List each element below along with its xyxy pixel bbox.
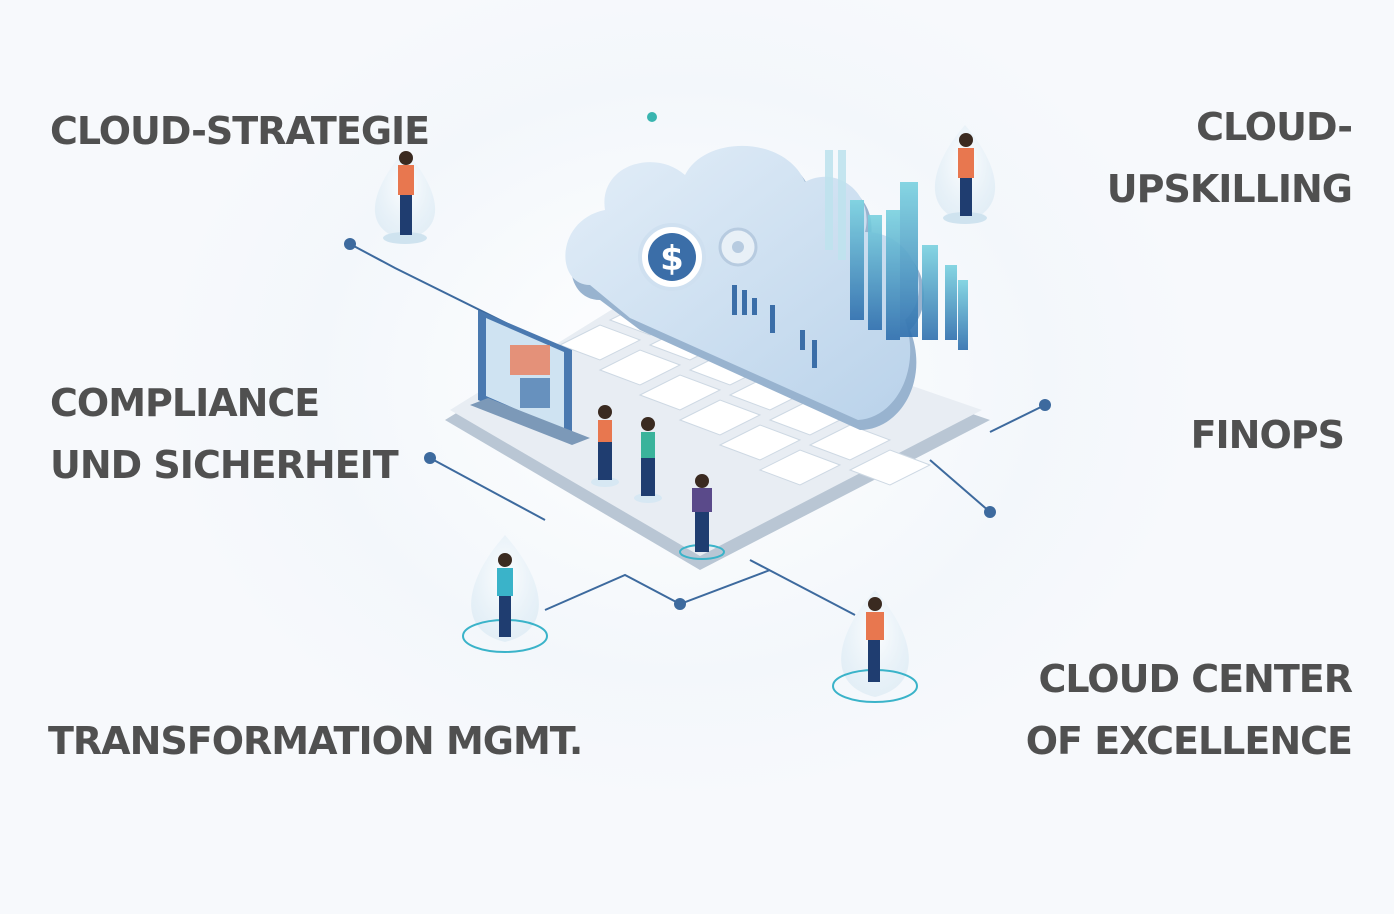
person-figure-icon bbox=[591, 405, 619, 487]
label-ccoe-line1: CLOUD CENTER bbox=[1038, 657, 1353, 701]
person-figure-icon bbox=[634, 417, 662, 503]
dollar-coin-icon: $ bbox=[638, 223, 706, 291]
label-cloud-strategy: CLOUD-STRATEGIE bbox=[50, 100, 430, 162]
gear-icon bbox=[718, 227, 758, 267]
label-finops: FINOPS bbox=[1190, 404, 1345, 466]
label-ccoe-line2: OF EXCELLENCE bbox=[1025, 719, 1353, 763]
label-cloud-upskilling: CLOUD- UPSKILLING bbox=[1106, 96, 1353, 220]
person-figure-icon bbox=[679, 474, 725, 560]
person-pod-upskilling bbox=[934, 125, 996, 224]
connector-lines bbox=[349, 243, 1046, 616]
person-pod-transformation bbox=[462, 535, 548, 653]
label-cloud-strategy-text: CLOUD-STRATEGIE bbox=[50, 109, 430, 153]
dollar-symbol: $ bbox=[660, 239, 684, 279]
label-cloud-upskilling-line2: UPSKILLING bbox=[1106, 167, 1353, 211]
label-transformation-mgmt: TRANSFORMATION MGMT. bbox=[48, 710, 583, 772]
small-bar-chart-icon bbox=[732, 285, 817, 368]
label-compliance-line1: COMPLIANCE bbox=[50, 381, 320, 425]
person-pod-strategy bbox=[374, 150, 436, 244]
bar-chart-icon bbox=[825, 150, 968, 350]
laptop-keyboard-icon bbox=[445, 292, 990, 570]
monitor-icon bbox=[470, 310, 590, 445]
label-cloud-center-of-excellence: CLOUD CENTER OF EXCELLENCE bbox=[1025, 648, 1353, 772]
person-pod-ccoe bbox=[832, 590, 918, 703]
label-compliance: COMPLIANCE UND SICHERHEIT bbox=[50, 372, 399, 496]
label-transformation-mgmt-text: TRANSFORMATION MGMT. bbox=[48, 719, 583, 763]
label-compliance-line2: UND SICHERHEIT bbox=[50, 443, 399, 487]
connector-dots bbox=[344, 112, 1051, 610]
label-cloud-upskilling-line1: CLOUD- bbox=[1196, 105, 1353, 149]
label-finops-text: FINOPS bbox=[1190, 413, 1345, 457]
